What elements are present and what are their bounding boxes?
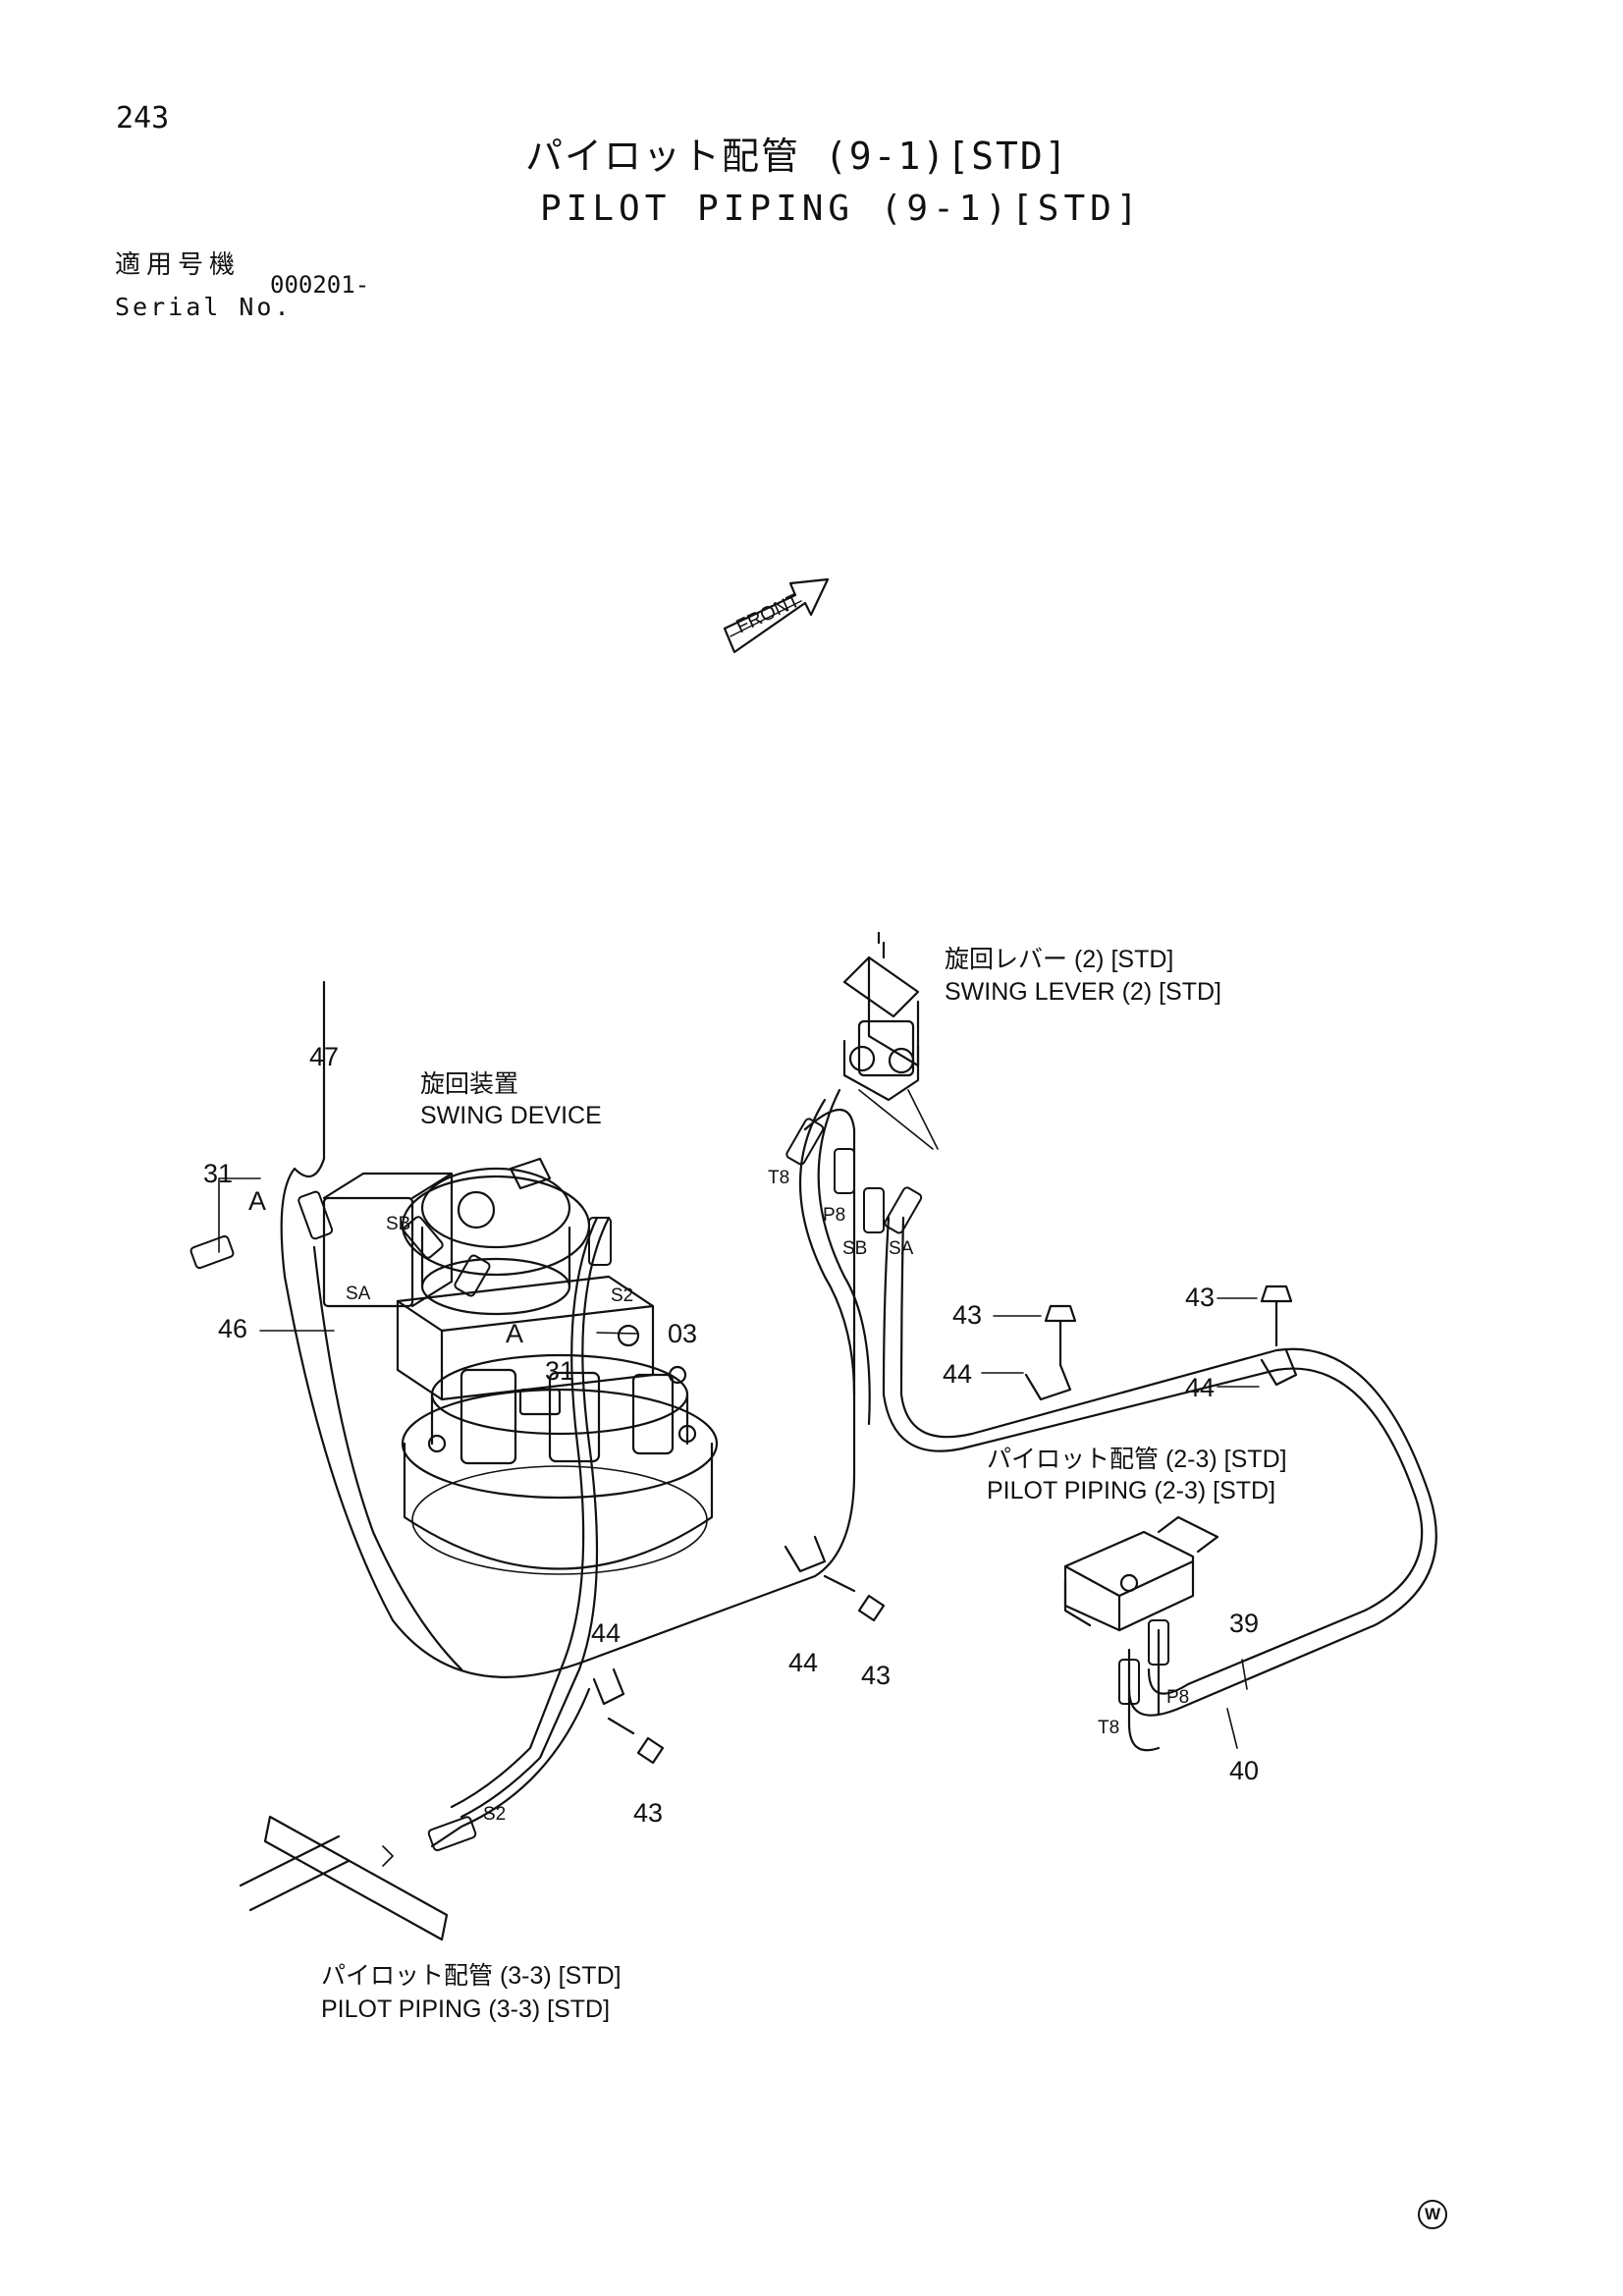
pilot-piping-33-label-en: PILOT PIPING (3-3) [STD] bbox=[321, 1995, 611, 2023]
swing-device-drawing bbox=[322, 1157, 719, 1575]
part-number-43: 43 bbox=[1185, 1283, 1216, 1312]
page-title-jp: パイロット配管 (9-1)[STD] bbox=[525, 135, 1069, 178]
part-number-43: 43 bbox=[952, 1300, 983, 1330]
port-label-sa: SA bbox=[346, 1284, 371, 1304]
part-number-40: 40 bbox=[1229, 1756, 1260, 1785]
pilot-piping-33-label-jp: パイロット配管 (3-3) [STD] bbox=[321, 1962, 622, 1990]
footer-mark: W bbox=[1425, 2205, 1441, 2223]
part-number-39: 39 bbox=[1229, 1609, 1260, 1638]
page-title-en: PILOT PIPING (9-1)[STD] bbox=[540, 189, 1143, 229]
part-number-31: 31 bbox=[545, 1356, 575, 1386]
serial-value: 000201- bbox=[270, 271, 370, 299]
part-number-43: 43 bbox=[861, 1661, 892, 1690]
port-label-s2: S2 bbox=[483, 1804, 507, 1825]
port-label-sb: SB bbox=[842, 1238, 868, 1259]
port-label-p8: P8 bbox=[823, 1205, 846, 1226]
serial-label-jp: 適用号機 bbox=[115, 250, 242, 280]
swing-device-label-jp: 旋回装置 bbox=[420, 1070, 519, 1098]
pilot-piping-23-label-jp: パイロット配管 (2-3) [STD] bbox=[987, 1446, 1287, 1473]
part-number-43: 43 bbox=[633, 1798, 664, 1828]
port-label-t8: T8 bbox=[768, 1168, 790, 1188]
swing-lever-label-en: SWING LEVER (2) [STD] bbox=[945, 978, 1221, 1006]
serial-label-en: Serial No. bbox=[115, 293, 293, 321]
page-number: 243 bbox=[116, 101, 170, 136]
swing-lever-drawing bbox=[842, 931, 920, 1102]
part-number-44: 44 bbox=[943, 1359, 973, 1389]
port-label-p8: P8 bbox=[1166, 1687, 1190, 1708]
port-label-sa: SA bbox=[889, 1238, 914, 1259]
part-number-46: 46 bbox=[218, 1314, 248, 1343]
port-label-s2: S2 bbox=[611, 1285, 634, 1306]
front-arrow-icon bbox=[723, 577, 830, 654]
swing-device-label-en: SWING DEVICE bbox=[420, 1102, 602, 1129]
detail-mark-a: A bbox=[506, 1319, 524, 1348]
part-number-44: 44 bbox=[788, 1648, 819, 1677]
part-number-03: 03 bbox=[668, 1319, 698, 1348]
part-number-44: 44 bbox=[591, 1618, 622, 1648]
part-number-31: 31 bbox=[203, 1159, 234, 1188]
port-label-t8: T8 bbox=[1098, 1718, 1120, 1738]
circled-w-mark-icon: W bbox=[1418, 2200, 1447, 2229]
part-number-47: 47 bbox=[309, 1042, 340, 1071]
pilot-block-drawing bbox=[1063, 1515, 1219, 1632]
pilot-piping-23-label-en: PILOT PIPING (2-3) [STD] bbox=[987, 1477, 1276, 1504]
part-number-44: 44 bbox=[1185, 1373, 1216, 1402]
detail-mark-a: A bbox=[248, 1186, 267, 1216]
port-label-sb: SB bbox=[386, 1214, 411, 1234]
swing-lever-label-jp: 旋回レバー (2) [STD] bbox=[945, 946, 1174, 973]
